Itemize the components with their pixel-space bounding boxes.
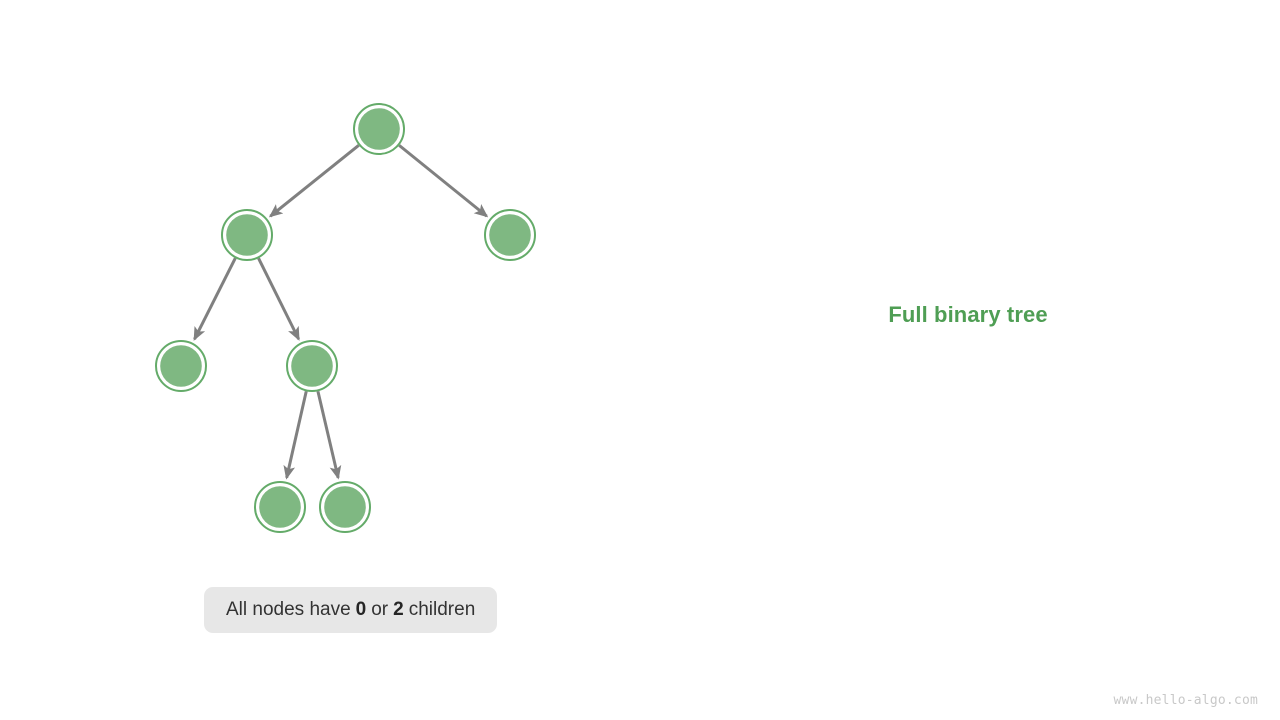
tree-edge xyxy=(398,144,489,218)
tree-edge xyxy=(268,144,360,218)
tree-edge xyxy=(316,390,342,480)
node-outer-ring xyxy=(155,340,207,392)
node-ring-gap xyxy=(321,483,369,531)
node-ring-gap xyxy=(223,211,271,259)
caption-suffix: children xyxy=(408,599,476,620)
diagram-title: Full binary tree xyxy=(888,302,1048,327)
tree-node[interactable] xyxy=(155,340,207,392)
node-ring-gap xyxy=(157,342,205,390)
tree-node[interactable] xyxy=(353,103,405,155)
caption-count-zero: 0 xyxy=(355,599,367,620)
node-outer-ring xyxy=(286,340,338,392)
tree-edge xyxy=(193,257,237,341)
tree-node[interactable] xyxy=(286,340,338,392)
node-circle[interactable] xyxy=(291,345,333,387)
tree-node[interactable] xyxy=(254,481,306,533)
node-outer-ring xyxy=(353,103,405,155)
node-circle[interactable] xyxy=(358,108,400,150)
tree-edge xyxy=(257,257,301,341)
node-circle[interactable] xyxy=(489,214,531,256)
tree-node[interactable] xyxy=(319,481,371,533)
node-outer-ring xyxy=(319,481,371,533)
tree-edges xyxy=(193,144,489,480)
node-ring-gap xyxy=(355,105,403,153)
tree-node[interactable] xyxy=(484,209,536,261)
tree-nodes xyxy=(155,103,536,533)
node-outer-ring xyxy=(484,209,536,261)
node-outer-ring xyxy=(221,209,273,261)
node-circle[interactable] xyxy=(259,486,301,528)
node-circle[interactable] xyxy=(226,214,268,256)
caption-prefix: All nodes have xyxy=(226,599,351,620)
node-ring-gap xyxy=(486,211,534,259)
node-circle[interactable] xyxy=(160,345,202,387)
caption-conjunction: or xyxy=(371,599,389,620)
tree-node[interactable] xyxy=(221,209,273,261)
node-outer-ring xyxy=(254,481,306,533)
watermark-url: www.hello-algo.com xyxy=(1113,693,1258,708)
node-circle[interactable] xyxy=(324,486,366,528)
caption-count-two: 2 xyxy=(393,599,404,620)
node-ring-gap xyxy=(288,342,336,390)
caption-badge: All nodes have 0 or 2 children xyxy=(204,587,498,633)
node-ring-gap xyxy=(256,483,304,531)
tree-edge xyxy=(283,391,308,480)
